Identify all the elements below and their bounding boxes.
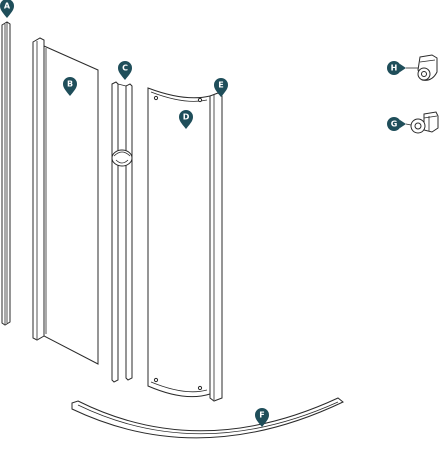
marker-h: H [387, 61, 406, 75]
marker-c: C [118, 61, 132, 80]
marker-h-label: H [391, 64, 398, 73]
marker-e: E [214, 78, 228, 97]
connector-g [405, 123, 412, 126]
part-d-curved-door [147, 87, 211, 398]
part-b-fixed-panel [32, 37, 99, 365]
marker-f-label: F [259, 411, 264, 420]
marker-d-label: D [183, 113, 190, 122]
marker-g-pin [387, 117, 406, 131]
part-c-seal-strips [111, 81, 133, 383]
marker-c-pin [118, 61, 132, 80]
marker-a-label: A [4, 2, 11, 11]
marker-d: D [179, 110, 193, 129]
part-g-guide-fitting [410, 111, 439, 134]
part-a-wall-profile [1, 21, 11, 326]
part-e-door-profile [209, 92, 223, 402]
marker-f: F [255, 408, 269, 427]
marker-g-label: G [391, 120, 398, 129]
marker-f-pin [255, 408, 269, 427]
marker-c-label: C [122, 64, 128, 73]
marker-b-label: B [67, 80, 73, 89]
part-f-curved-rail [71, 397, 344, 439]
marker-e-label: E [218, 81, 223, 90]
marker-d-pin [179, 110, 193, 129]
marker-b-pin [63, 77, 77, 96]
marker-h-pin [387, 61, 406, 75]
marker-b: B [63, 77, 77, 96]
part-h-roller-fitting [417, 54, 438, 81]
marker-a: A [0, 0, 14, 18]
marker-a-pin [0, 0, 14, 18]
marker-e-pin [214, 78, 228, 97]
marker-g: G [387, 117, 406, 131]
